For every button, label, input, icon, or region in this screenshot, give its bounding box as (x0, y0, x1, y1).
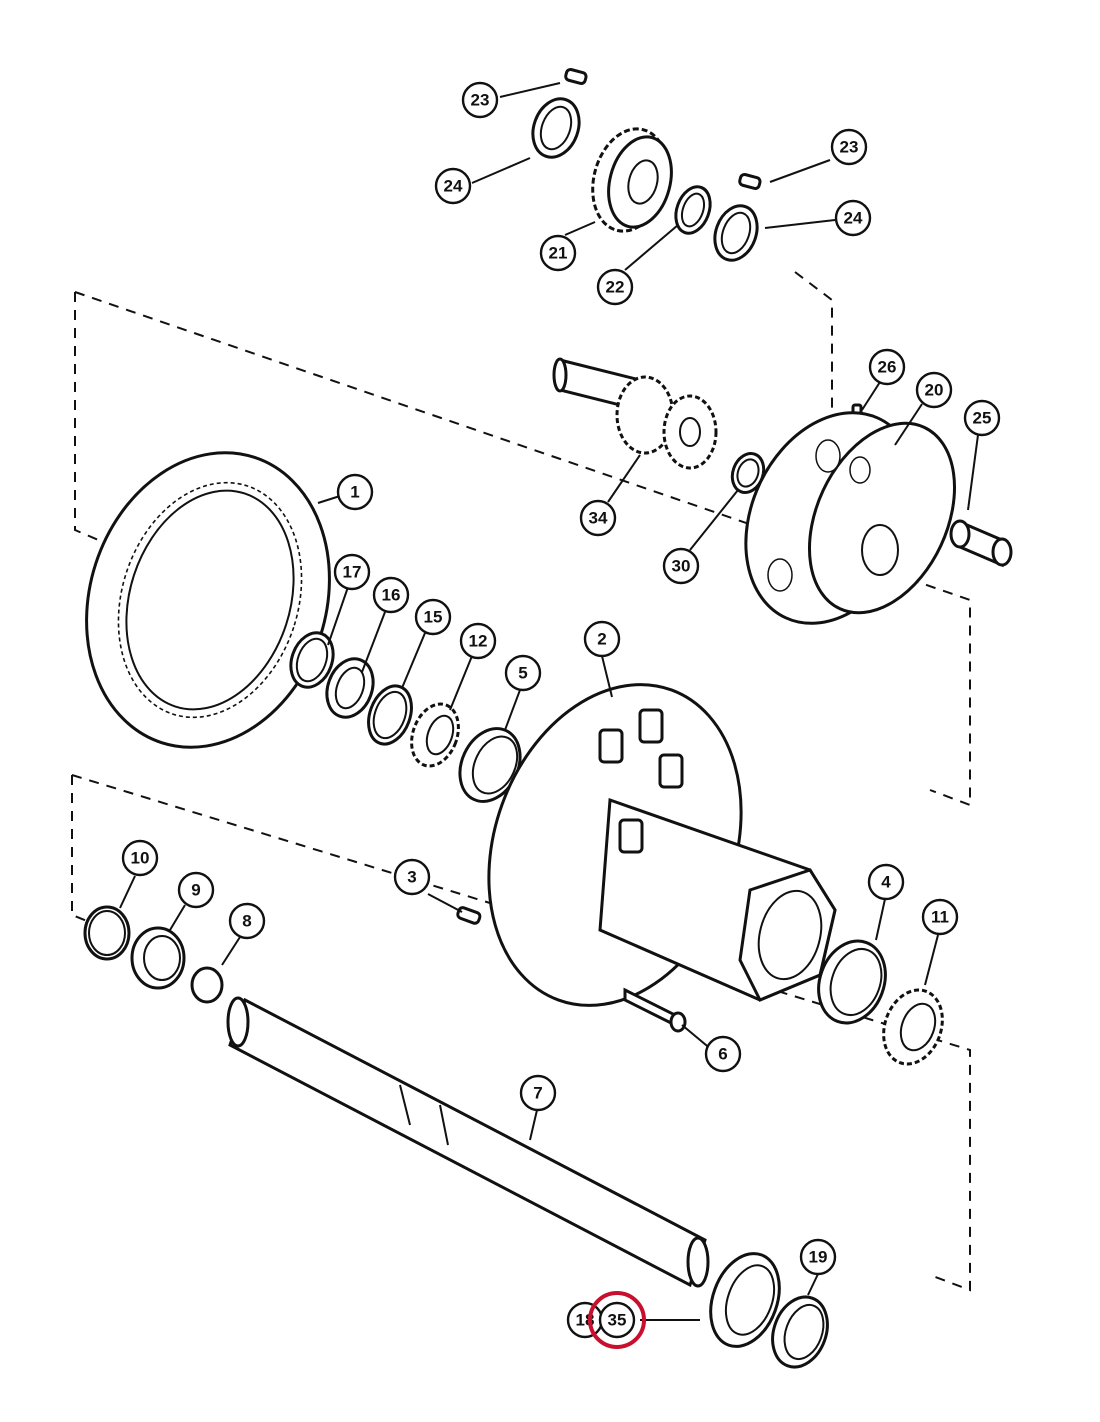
callout-24-top: 24 (434, 167, 472, 205)
svg-text:7: 7 (533, 1084, 542, 1103)
svg-text:24: 24 (844, 209, 863, 228)
callout-4: 4 (867, 863, 905, 901)
callout-6: 6 (704, 1035, 742, 1073)
callout-22: 22 (596, 268, 634, 306)
svg-text:10: 10 (131, 849, 150, 868)
svg-text:3: 3 (407, 868, 416, 887)
callout-15: 15 (414, 598, 452, 636)
callout-30: 30 (662, 547, 700, 585)
callout-34: 34 (579, 499, 617, 537)
ring-16 (325, 657, 375, 719)
pinion-shaft-34 (552, 357, 718, 470)
callout-2: 2 (583, 620, 621, 658)
svg-text:16: 16 (382, 586, 401, 605)
hub-2 (487, 683, 837, 1007)
callout-20: 20 (915, 371, 953, 409)
callout-17: 17 (333, 553, 371, 591)
callout-21: 21 (539, 234, 577, 272)
svg-text:6: 6 (718, 1045, 727, 1064)
svg-text:4: 4 (881, 873, 891, 892)
svg-text:8: 8 (242, 912, 251, 931)
callout-16: 16 (372, 576, 410, 614)
seal-9 (130, 926, 186, 990)
callout-18: 18 (566, 1301, 604, 1339)
svg-text:23: 23 (840, 138, 859, 157)
ring-15 (367, 684, 413, 746)
callout-9: 9 (177, 871, 215, 909)
svg-text:17: 17 (343, 563, 362, 582)
pin-25 (949, 519, 1013, 568)
washer-24-top (531, 97, 581, 159)
callout-5: 5 (504, 654, 542, 692)
ring-19 (771, 1295, 829, 1369)
callout-25: 25 (963, 399, 1001, 437)
svg-text:25: 25 (973, 409, 992, 428)
svg-text:12: 12 (469, 632, 488, 651)
callouts: 23 24 23 24 21 22 26 20 25 34 30 1 17 16… (121, 81, 1001, 1339)
callout-3: 3 (393, 858, 431, 896)
bearing-12 (410, 702, 460, 768)
svg-text:24: 24 (444, 177, 463, 196)
svg-text:35: 35 (608, 1311, 627, 1330)
svg-text:9: 9 (191, 881, 200, 900)
svg-text:19: 19 (809, 1248, 828, 1267)
pin-23-right (738, 172, 762, 190)
plug-8 (190, 966, 224, 1004)
callout-23-right: 23 (830, 128, 868, 166)
pin-3 (456, 906, 482, 925)
o-ring-10 (83, 905, 131, 961)
callout-11: 11 (921, 898, 959, 936)
callout-24-right: 24 (834, 199, 872, 237)
svg-text:22: 22 (606, 278, 625, 297)
callout-12: 12 (459, 622, 497, 660)
ring-gear-1 (85, 451, 331, 749)
svg-text:26: 26 (878, 358, 897, 377)
svg-text:15: 15 (424, 608, 443, 627)
callout-7: 7 (519, 1074, 557, 1112)
callout-10: 10 (121, 839, 159, 877)
seal-35 (709, 1252, 781, 1348)
axle-shaft-7 (226, 996, 710, 1288)
callout-19: 19 (799, 1238, 837, 1276)
svg-text:1: 1 (350, 483, 359, 502)
svg-text:11: 11 (931, 908, 949, 927)
svg-text:34: 34 (589, 509, 608, 528)
washer-22 (674, 185, 712, 235)
callout-26: 26 (868, 348, 906, 386)
washer-24-right (713, 204, 759, 262)
bolt-6 (623, 987, 687, 1033)
svg-text:2: 2 (597, 630, 606, 649)
callout-8: 8 (228, 902, 266, 940)
svg-text:5: 5 (518, 664, 527, 683)
bearing-11 (882, 988, 944, 1066)
cup-4 (817, 939, 887, 1025)
highlight-ring (588, 1291, 646, 1349)
ring-17 (289, 631, 335, 689)
svg-text:30: 30 (672, 557, 691, 576)
svg-text:23: 23 (471, 91, 490, 110)
callout-23-top: 23 (461, 81, 499, 119)
svg-text:21: 21 (549, 244, 568, 263)
carrier-20 (744, 411, 957, 625)
callout-1: 1 (336, 473, 374, 511)
pin-23-top (564, 67, 588, 85)
gear-21 (591, 127, 673, 233)
callout-35: 35 (598, 1301, 636, 1339)
svg-text:20: 20 (925, 381, 944, 400)
